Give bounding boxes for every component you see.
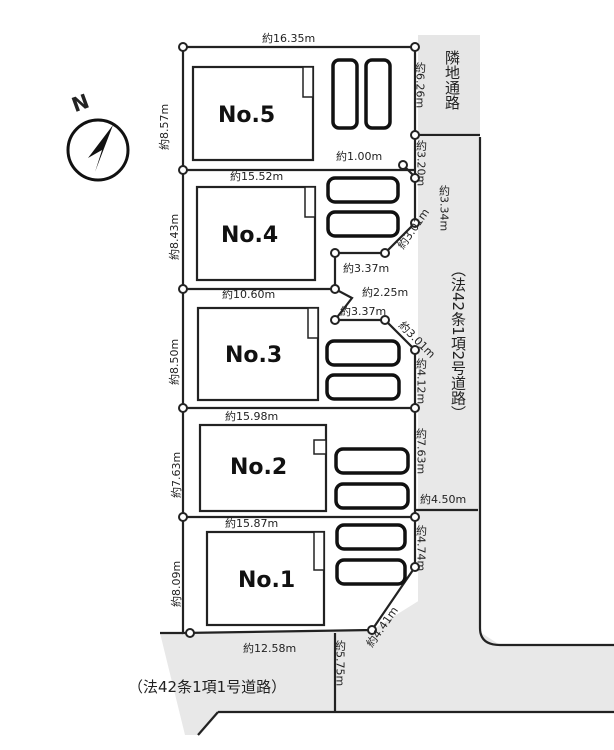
svg-text:約8.50m: 約8.50m xyxy=(167,339,181,385)
svg-text:約12.58m: 約12.58m xyxy=(243,641,296,655)
svg-text:約8.09m: 約8.09m xyxy=(169,561,183,607)
north-arrow-icon: N xyxy=(66,89,130,182)
house-no1 xyxy=(205,530,326,627)
svg-text:約4.74m: 約4.74m xyxy=(415,524,428,572)
svg-text:約5.75m: 約5.75m xyxy=(334,639,347,687)
adjacent-passage xyxy=(418,35,480,135)
lot-label-no2: No.2 xyxy=(230,455,287,480)
house-no2 xyxy=(198,423,328,513)
svg-text:約7.63m: 約7.63m xyxy=(169,452,183,498)
svg-text:約10.60m: 約10.60m xyxy=(222,287,275,301)
svg-text:約6.26m: 約6.26m xyxy=(414,61,427,109)
svg-text:約3.37m: 約3.37m xyxy=(340,304,386,318)
svg-text:約3.20m: 約3.20m xyxy=(415,139,428,187)
svg-text:約8.43m: 約8.43m xyxy=(167,214,181,260)
svg-text:約8.57m: 約8.57m xyxy=(157,104,171,150)
svg-text:約4.50m: 約4.50m xyxy=(420,492,466,506)
svg-text:約15.87m: 約15.87m xyxy=(225,516,278,530)
south-road-label: （法42条1項1号道路） xyxy=(128,678,286,696)
svg-text:約3.37m: 約3.37m xyxy=(343,261,389,275)
lot-label-no4: No.4 xyxy=(221,223,278,248)
svg-text:約2.25m: 約2.25m xyxy=(362,285,408,299)
lot-label-no5: No.5 xyxy=(218,103,275,128)
svg-text:約4.12m: 約4.12m xyxy=(415,357,428,405)
svg-text:約3.34m: 約3.34m xyxy=(438,184,451,232)
lot-label-no1: No.1 xyxy=(238,568,295,593)
svg-text:N: N xyxy=(68,89,92,117)
lot-label-no3: No.3 xyxy=(225,343,282,368)
boundary-points xyxy=(178,42,420,638)
house-no4 xyxy=(195,185,317,282)
parking-cars xyxy=(325,58,410,586)
svg-text:約15.52m: 約15.52m xyxy=(230,169,283,183)
svg-text:約16.35m: 約16.35m xyxy=(262,31,315,45)
dimensions: 約16.35m 約8.57m 約6.26m 約1.00m 約3.20m 約15.… xyxy=(157,31,466,686)
south-road xyxy=(160,600,614,735)
svg-text:約1.00m: 約1.00m xyxy=(336,149,382,163)
house-no3 xyxy=(196,306,320,402)
svg-text:約7.63m: 約7.63m xyxy=(415,427,428,475)
svg-text:約15.98m: 約15.98m xyxy=(225,409,278,423)
adjacent-passage-label: 隣地通路 xyxy=(443,50,461,110)
east-road-label: （法42条1項2号道路） xyxy=(449,262,467,420)
house-no5 xyxy=(191,65,315,162)
east-road xyxy=(418,137,614,710)
